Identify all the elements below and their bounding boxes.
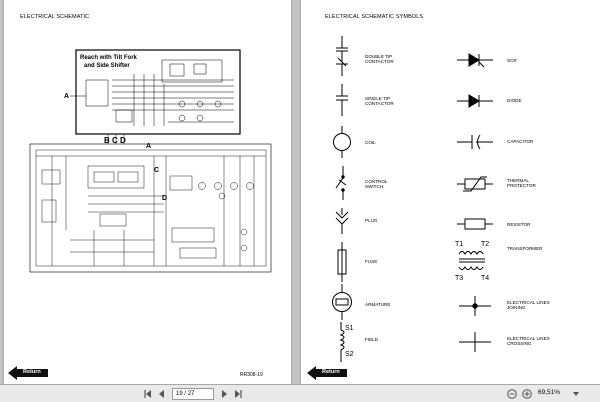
double-tip-contactor-icon bbox=[336, 36, 348, 76]
control-switch-icon bbox=[335, 166, 347, 200]
transformer-t1-label: T1 bbox=[455, 241, 463, 248]
page-title: ELECTRICAL SCHEMATIC SYMBOLS bbox=[325, 14, 424, 20]
total-pages: 27 bbox=[187, 391, 195, 397]
symbol-label-fuse: FUSE bbox=[365, 259, 378, 264]
armature-icon bbox=[332, 284, 352, 320]
schematic-diagram: Reach with Tilt Fork and Side Shifter bbox=[29, 49, 272, 273]
chevron-down-icon bbox=[573, 392, 579, 396]
symbol-label-transformer: TRANSFORMER bbox=[507, 246, 543, 251]
return-arrow-icon bbox=[307, 366, 347, 380]
zoom-in-icon bbox=[522, 389, 532, 399]
plug-icon bbox=[335, 208, 349, 234]
zoom-in-button[interactable] bbox=[521, 388, 533, 400]
callout-a-main: A bbox=[146, 143, 151, 150]
symbol-label-scr: SCR bbox=[507, 58, 517, 63]
first-page-button[interactable] bbox=[142, 388, 154, 400]
return-button[interactable]: Return bbox=[8, 366, 48, 380]
field-s2-label: S2 bbox=[345, 351, 354, 358]
return-label: Return bbox=[322, 369, 340, 375]
field-icon: S1 S2 bbox=[339, 322, 354, 362]
symbol-label-diode: DIODE bbox=[507, 98, 522, 103]
symbol-label-field: FIELD bbox=[365, 337, 379, 342]
capacitor-icon bbox=[457, 134, 493, 150]
return-button[interactable]: Return bbox=[307, 366, 347, 380]
page-title: ELECTRICAL SCHEMATIC bbox=[20, 14, 90, 20]
lines-joining-icon bbox=[459, 296, 491, 316]
page-electrical-schematic: ELECTRICAL SCHEMATIC Reach with Tilt For… bbox=[4, 0, 291, 384]
field-s1-label: S1 bbox=[345, 325, 354, 332]
transformer-t4-label: T4 bbox=[481, 275, 489, 282]
resistor-icon bbox=[457, 218, 493, 230]
fuse-icon bbox=[337, 242, 347, 282]
callout-bcd: B C D bbox=[104, 136, 126, 145]
symbol-label-plug: PLUG bbox=[365, 218, 378, 223]
callout-a: A bbox=[64, 93, 69, 100]
page-separator: / bbox=[184, 391, 187, 397]
zoom-out-button[interactable] bbox=[506, 388, 518, 400]
zoom-dropdown-button[interactable] bbox=[570, 388, 582, 400]
viewer-toolbar: 19 / 27 69,51% bbox=[0, 384, 600, 402]
symbol-label-resistor: RESISTOR bbox=[507, 222, 531, 227]
previous-page-icon bbox=[159, 390, 164, 398]
coil-icon bbox=[333, 126, 351, 158]
last-page-icon bbox=[235, 390, 242, 398]
next-page-button[interactable] bbox=[218, 388, 230, 400]
inset-title-line1: Reach with Tilt Fork bbox=[80, 55, 138, 61]
callout-d: D bbox=[162, 195, 167, 202]
symbol-label-capacitor: CAPACITOR bbox=[507, 139, 534, 144]
lines-crossing-icon bbox=[459, 332, 491, 352]
zoom-out-icon bbox=[507, 389, 517, 399]
zoom-level[interactable]: 69,51% bbox=[538, 389, 561, 396]
next-page-icon bbox=[222, 390, 227, 398]
transformer-t3-label: T3 bbox=[455, 275, 463, 282]
first-page-icon bbox=[144, 390, 151, 398]
inset-title-line2: and Side Shifter bbox=[84, 63, 130, 69]
diode-icon bbox=[457, 94, 493, 108]
scr-icon bbox=[457, 53, 493, 68]
return-arrow-icon bbox=[8, 366, 48, 380]
page-electrical-symbols: ELECTRICAL SCHEMATIC SYMBOLS bbox=[301, 0, 600, 384]
callout-c: C bbox=[154, 167, 159, 174]
thermal-protector-icon bbox=[457, 176, 493, 192]
symbol-label-armature: ARMATURE bbox=[365, 302, 391, 307]
previous-page-button[interactable] bbox=[156, 388, 168, 400]
symbol-label-coil: COIL bbox=[365, 140, 376, 145]
return-label: Return bbox=[23, 369, 41, 375]
single-tip-contactor-icon bbox=[336, 84, 348, 116]
current-page: 19 bbox=[176, 391, 183, 397]
page-number-input[interactable]: 19 / 27 bbox=[172, 388, 214, 400]
transformer-icon: T1 T2 T3 T4 bbox=[455, 241, 489, 282]
drawing-reference: RR308-19 bbox=[240, 372, 263, 378]
last-page-button[interactable] bbox=[232, 388, 244, 400]
transformer-t2-label: T2 bbox=[481, 241, 489, 248]
